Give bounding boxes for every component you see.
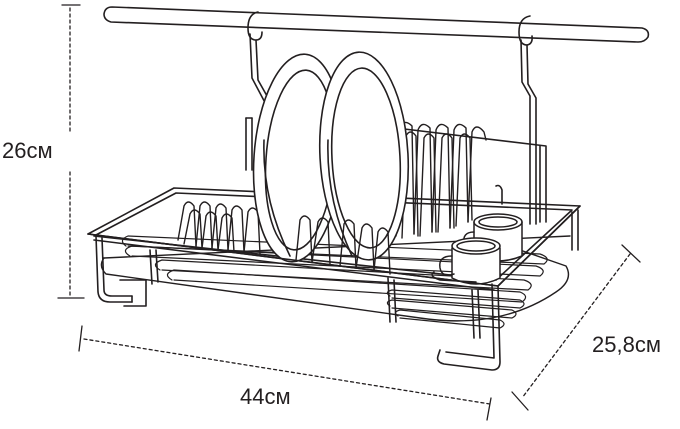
depth-label: 25,8см — [592, 332, 661, 357]
cups — [431, 213, 523, 285]
width-label: 44см — [240, 384, 291, 409]
basket-front-rail — [87, 205, 581, 291]
basket-floor-wires — [121, 235, 548, 329]
plate-slot-wires-middle — [295, 215, 391, 275]
plate-front — [318, 51, 410, 261]
width-dimension-line — [78, 325, 492, 421]
plate-slot-wires-right — [395, 121, 487, 239]
dimension-lines — [57, 4, 641, 421]
depth-dimension-line — [511, 244, 641, 411]
cup-front — [431, 237, 501, 285]
plate-slot-wires-left — [177, 201, 261, 255]
height-dimension-line — [57, 4, 85, 299]
plates — [252, 51, 410, 263]
rail-bar — [103, 6, 650, 43]
height-label: 26см — [2, 138, 53, 163]
